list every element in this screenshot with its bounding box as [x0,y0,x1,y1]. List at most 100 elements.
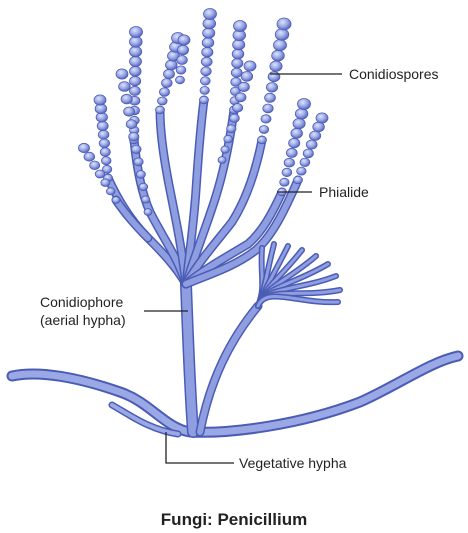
conidiospore [129,56,142,68]
conidiospore [129,85,141,96]
conidiospore [294,108,309,120]
conidiospore [262,103,274,114]
conidiospore [292,118,306,130]
conidiospore [129,26,143,38]
conidiospore [123,106,136,117]
conidiospore [232,103,244,113]
conidiospore [237,81,250,93]
conidiospore [111,196,121,204]
conidiospore [97,129,110,140]
conidiospore [203,8,217,20]
conidiospore [283,157,295,168]
conidiospore [264,92,276,103]
conidiospore [243,60,257,72]
conidiospore [276,17,292,31]
conidiophore-label: Conidiophore [40,294,124,310]
conidiospore [288,137,301,149]
conidiospore [96,120,109,132]
conidiospore [89,160,101,171]
conidiophore-label-sub: (aerial hypha) [40,312,126,328]
conidiospore [176,44,189,56]
conidiospore [223,134,234,144]
conidiospore [267,71,281,83]
conidiospore [297,98,311,110]
conidiospore [143,208,153,216]
conidiospore [240,71,254,82]
conidiospore [200,76,211,86]
conidiospore [258,125,270,134]
conidiospore [98,138,111,149]
conidiospore [141,195,151,204]
conidiospore [176,55,188,65]
conidiospore [296,166,307,176]
conidiospore [161,78,173,88]
conidiospore [78,142,90,154]
conidiospore [129,66,142,77]
conidiospore [129,35,143,48]
conidiospore [269,60,283,72]
conidiospore [115,68,129,80]
conidiospore [202,17,217,30]
conidiospore [302,148,314,159]
vegetative-hypha-leader [165,432,234,464]
conidiospore [125,119,138,130]
conidiospore [199,86,210,95]
conidiospore [260,114,272,124]
conidiospore [305,139,318,150]
conidiospore [165,59,178,71]
conidiospore [285,147,298,158]
conidiospore [133,157,144,167]
conidiospore [157,96,168,106]
conidiospore [100,156,112,166]
conidiospore [128,131,140,142]
conidiospore [138,182,149,191]
conidiospore [231,48,245,60]
conidiospore [265,82,278,93]
conidiospore [293,175,303,185]
figure-caption: Fungi: Penicillium [160,510,308,529]
conidiospore-chains [78,8,329,216]
conidiospore [120,93,133,105]
conidiospore [155,105,165,115]
conidiospore [129,45,143,58]
conidiospore [177,34,191,46]
conidiospore [159,87,170,97]
conidiospore [257,135,267,145]
conidiospore [229,113,240,123]
conidiospore [83,151,96,162]
conidiospore [230,67,243,78]
conidiospore [118,81,131,92]
conidiospore [233,20,247,32]
conidiospore [279,177,290,187]
conidiospore [273,39,287,52]
conidiospore [271,49,285,62]
conidiospore [234,92,247,103]
conidiospore [315,112,329,124]
conidiospore [232,39,246,51]
conidiospore [100,178,111,187]
conidiospore [175,75,185,85]
conidiospore [201,47,214,58]
conidiospore [93,94,107,106]
conidiospore [217,156,227,164]
conidiospore [199,95,209,105]
conidiospore [231,58,244,69]
conidiospore [290,127,303,139]
conidiospore [105,187,116,196]
vegetative-hypha-label: Vegetative hypha [239,455,347,471]
conidiospore [135,170,146,179]
conidiospore [299,157,311,167]
conidiospore [99,147,111,157]
conidiospore [94,169,106,179]
conidiospore [281,167,293,177]
conidiospore [202,27,216,39]
hypha-branches [103,95,343,438]
conidiospores-label: Conidiospores [349,66,439,82]
conidiospore [175,65,187,75]
conidiospore [201,37,215,49]
leader-lines [144,73,342,464]
conidiospore [200,66,212,77]
conidiospore [226,124,237,134]
conidiospore [130,144,142,154]
